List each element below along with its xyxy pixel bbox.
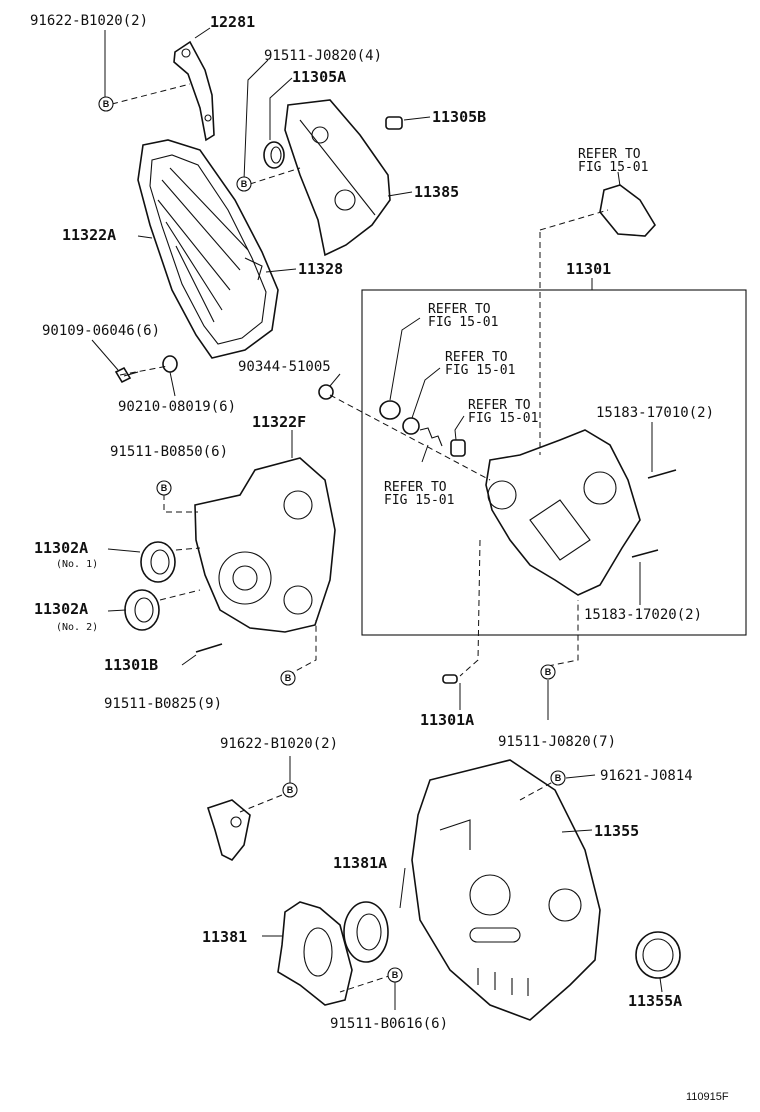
bolt-marker: B bbox=[387, 967, 403, 983]
bolt-90109-06046 bbox=[114, 366, 139, 384]
refer-line-2: FIG 15-01 bbox=[468, 411, 538, 426]
timing-cover-11322a bbox=[137, 139, 279, 359]
bolt-marker: B bbox=[280, 670, 296, 686]
label-91621-j0814: 91621-J0814 bbox=[600, 768, 693, 784]
oil-seal-11305a bbox=[263, 141, 285, 169]
bolt-marker: B bbox=[236, 176, 252, 192]
figure-code: 110915F bbox=[686, 1091, 729, 1103]
label-11302a-no2: 11302A bbox=[34, 600, 88, 618]
part-labels: 91622-B1020(2) 12281 91511-J0820(4) 1130… bbox=[30, 13, 729, 1103]
label-91511-b0850: 91511-B0850(6) bbox=[110, 444, 228, 460]
pin-11301a bbox=[442, 674, 458, 684]
label-12281: 12281 bbox=[210, 13, 255, 31]
label-no2: (No. 2) bbox=[56, 622, 98, 633]
svg-text:B: B bbox=[555, 773, 562, 783]
bracket-12281 bbox=[173, 40, 215, 142]
stud-15183-17020 bbox=[631, 549, 659, 558]
label-11305b: 11305B bbox=[432, 108, 486, 126]
plug-90344-51005 bbox=[318, 384, 334, 400]
timing-case-11322f bbox=[194, 457, 336, 633]
refer-line-1: REFER TO bbox=[468, 398, 531, 413]
washer-90210-08019 bbox=[162, 355, 178, 373]
label-91511-j0820-7: 91511-J0820(7) bbox=[498, 734, 616, 750]
bracket-91622-b1020 bbox=[206, 799, 251, 862]
bolt-marker: B bbox=[98, 96, 114, 112]
label-11381: 11381 bbox=[202, 928, 247, 946]
label-11302a-no1: 11302A bbox=[34, 539, 88, 557]
refer-line-1: REFER TO bbox=[428, 302, 491, 317]
refer-line-2: FIG 15-01 bbox=[445, 363, 515, 378]
label-11328: 11328 bbox=[298, 260, 343, 278]
label-91622-b1020-top: 91622-B1020(2) bbox=[30, 13, 148, 29]
label-11381a: 11381A bbox=[333, 854, 387, 872]
svg-text:B: B bbox=[545, 667, 552, 677]
cover-11385 bbox=[284, 99, 391, 257]
label-11322a: 11322A bbox=[62, 226, 116, 244]
label-91511-b0616: 91511-B0616(6) bbox=[330, 1016, 448, 1032]
plug-11305b bbox=[385, 116, 403, 130]
label-11301b: 11301B bbox=[104, 656, 158, 674]
label-11301a: 11301A bbox=[420, 711, 474, 729]
label-11301: 11301 bbox=[566, 260, 611, 278]
label-no1: (No. 1) bbox=[56, 559, 98, 570]
svg-text:B: B bbox=[287, 785, 294, 795]
refer-line-2: FIG 15-01 bbox=[384, 493, 454, 508]
refer-part-b bbox=[402, 417, 420, 435]
refer-part-a bbox=[379, 400, 401, 420]
pin-11301b bbox=[195, 643, 223, 653]
bolt-marker: B bbox=[550, 770, 566, 786]
refer-part-c bbox=[450, 439, 466, 457]
assembly-11301-box bbox=[361, 289, 747, 636]
label-11355: 11355 bbox=[594, 822, 639, 840]
timing-housing-11301 bbox=[485, 429, 641, 596]
gasket-refer bbox=[599, 184, 656, 237]
svg-text:B: B bbox=[103, 99, 110, 109]
bolt-marker: B bbox=[282, 782, 298, 798]
label-11355a: 11355A bbox=[628, 992, 682, 1010]
refer-line-1: REFER TO bbox=[384, 480, 447, 495]
stud-15183-17010 bbox=[647, 469, 677, 479]
gasket-11328 bbox=[244, 257, 263, 281]
end-plate-11355 bbox=[411, 759, 601, 1021]
svg-text:B: B bbox=[161, 483, 168, 493]
bolt-marker: B bbox=[540, 664, 556, 680]
svg-text:B: B bbox=[285, 673, 292, 683]
refer-line-2: FIG 15-01 bbox=[428, 315, 498, 330]
oil-seal-11302a-no1 bbox=[140, 541, 176, 583]
retainer-11381 bbox=[277, 901, 353, 1006]
label-90210-08019: 90210-08019(6) bbox=[118, 399, 236, 415]
oil-seal-11302a-no2 bbox=[124, 589, 160, 631]
refer-line-1: REFER TO bbox=[578, 147, 641, 162]
label-15183-17020: 15183-17020(2) bbox=[584, 607, 702, 623]
spring bbox=[419, 427, 443, 447]
bolt-marker: B bbox=[156, 480, 172, 496]
plug-11355a bbox=[635, 931, 681, 979]
label-11385: 11385 bbox=[414, 183, 459, 201]
refer-line-1: REFER TO bbox=[445, 350, 508, 365]
label-91511-j0820-4: 91511-J0820(4) bbox=[264, 48, 382, 64]
svg-text:B: B bbox=[241, 179, 248, 189]
label-11322f: 11322F bbox=[252, 413, 306, 431]
svg-text:B: B bbox=[392, 970, 399, 980]
label-91622-b1020-mid: 91622-B1020(2) bbox=[220, 736, 338, 752]
label-90344-51005: 90344-51005 bbox=[238, 359, 331, 375]
label-15183-17010: 15183-17010(2) bbox=[596, 405, 714, 421]
assembly-lines bbox=[111, 83, 609, 993]
refer-line-2: FIG 15-01 bbox=[578, 160, 648, 175]
label-11305a: 11305A bbox=[292, 68, 346, 86]
oil-seal-11381a bbox=[343, 901, 389, 963]
label-90109-06046: 90109-06046(6) bbox=[42, 323, 160, 339]
leader-lines bbox=[91, 27, 663, 1010]
bolt-markers: B B B B B B B B bbox=[98, 96, 566, 983]
label-91511-b0825: 91511-B0825(9) bbox=[104, 696, 222, 712]
